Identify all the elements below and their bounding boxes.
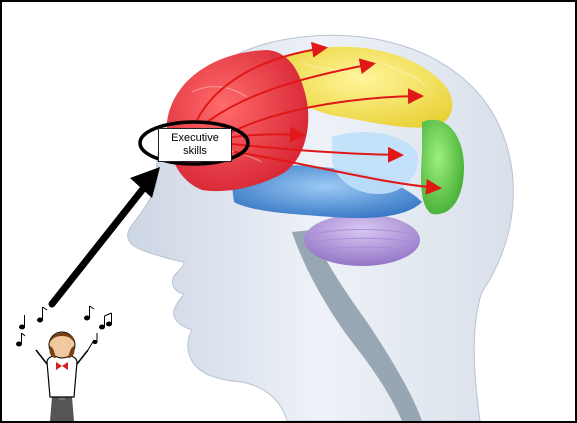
executive-skills-label: Executive skills <box>158 128 232 162</box>
music-note-icon <box>93 333 97 344</box>
music-note-icon <box>38 307 48 322</box>
music-note-icon <box>17 333 26 346</box>
conductor-figure-icon <box>36 332 94 421</box>
label-line-1: Executive <box>171 132 219 145</box>
music-note-icon <box>20 315 25 329</box>
music-note-icon <box>85 306 95 320</box>
music-note-icon <box>100 313 112 329</box>
label-line-2: skills <box>171 145 219 158</box>
